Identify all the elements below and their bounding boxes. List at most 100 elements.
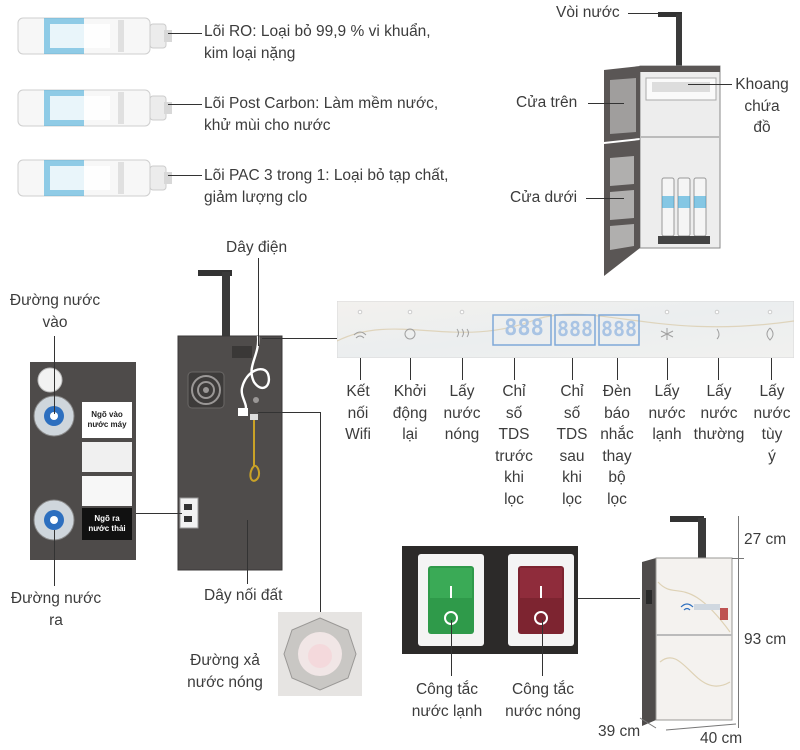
switch-to-machine-leader bbox=[578, 598, 640, 599]
panel-label-2-word: nước bbox=[443, 404, 481, 422]
panel-label-3-word: lọc bbox=[504, 490, 524, 508]
hot-switch-label-line2: nước nóng bbox=[505, 702, 581, 720]
hot-switch-label-line1: Công tắc bbox=[511, 681, 575, 698]
panel-label-4-word: khi bbox=[562, 469, 582, 486]
ro-filter-desc-line1: Lõi RO: Loại bỏ 99,9 % vi khuẩn, bbox=[204, 23, 431, 40]
machine-back-image bbox=[177, 270, 283, 571]
restart-leader bbox=[410, 358, 411, 380]
custom-water-leader bbox=[771, 358, 772, 380]
panel-label-4-word: sau bbox=[559, 447, 585, 465]
panel-label-5-word: thay bbox=[602, 447, 632, 465]
water-in-label-line1: Đường nước bbox=[9, 292, 101, 309]
cold-switch-leader bbox=[451, 620, 452, 676]
cold-switch-label-line1: Công tắc bbox=[415, 681, 479, 698]
panel-label-5-word: bộ bbox=[608, 469, 626, 486]
hot-water-leader bbox=[462, 358, 463, 380]
faucet-label: Vòi nước bbox=[556, 4, 620, 21]
panel-label-3-word: số bbox=[505, 404, 523, 422]
panel-label-5-word: lọc bbox=[607, 490, 627, 508]
width-dimension-label: 40 cm bbox=[700, 730, 743, 747]
height-dimension-label: 93 cm bbox=[744, 631, 787, 648]
tds-after-leader bbox=[572, 358, 573, 380]
panel-label-0-word: nối bbox=[347, 404, 369, 422]
pac-filter-image bbox=[17, 159, 172, 197]
panel-label-2: Lấy nước nóng bbox=[432, 381, 492, 446]
compartment-label: Khoang chứa đồ bbox=[730, 74, 794, 139]
panel-label-0-word: Kết bbox=[346, 383, 370, 400]
power-cord-leader-line bbox=[258, 258, 259, 346]
hot-drain-leader-horizontal bbox=[258, 412, 320, 413]
panel-label-3-word: TDS bbox=[498, 426, 530, 443]
panel-label-1-word: động bbox=[392, 404, 428, 422]
water-out-label: Đường nước ra bbox=[0, 588, 112, 631]
water-in-label-line2: vào bbox=[42, 313, 68, 331]
outlet-tag: Ngõ ra nước thải bbox=[82, 514, 132, 534]
panel-label-1-word: Khởi bbox=[393, 383, 427, 400]
cold-water-leader bbox=[667, 358, 668, 380]
panel-label-0-word: Wifi bbox=[345, 426, 371, 443]
control-panel-image bbox=[337, 301, 794, 358]
bottom-door-label: Cửa dưới bbox=[510, 189, 578, 206]
hot-drain-label-line1: Đường xả bbox=[190, 652, 260, 669]
top-dimension-tick bbox=[732, 558, 744, 559]
hot-switch-label: Công tắc nước nóng bbox=[488, 679, 598, 722]
ground-wire-label: Dây nối đất bbox=[204, 587, 283, 604]
compartment-label-line2: chứa bbox=[744, 97, 780, 115]
water-out-leader-line bbox=[54, 530, 55, 586]
post-carbon-desc-line1: Lõi Post Carbon: Làm mềm nước, bbox=[204, 95, 439, 112]
ro-filter-desc-line2: kim loại nặng bbox=[204, 45, 296, 62]
panel-label-7-word: nước bbox=[700, 404, 738, 422]
inlet-tag-line2: nước máy bbox=[87, 420, 127, 429]
pac-desc-line2: giảm lượng clo bbox=[204, 189, 308, 206]
water-in-label: Đường nước vào bbox=[0, 290, 110, 333]
hot-switch-leader bbox=[542, 620, 543, 676]
compartment-label-line3: đồ bbox=[753, 119, 771, 136]
panel-label-4-word: Chỉ bbox=[560, 383, 584, 400]
open-cabinet-image bbox=[604, 12, 721, 276]
ro-filter-image bbox=[17, 17, 172, 55]
inlet-tag: Ngõ vào nước máy bbox=[82, 410, 132, 430]
panel-label-1: Khởi động lại bbox=[380, 381, 440, 446]
outlet-tag-line1: Ngõ ra bbox=[94, 514, 120, 523]
switches-closeup bbox=[402, 546, 578, 654]
hot-drain-closeup bbox=[278, 612, 362, 696]
panel-label-8-word: ý bbox=[768, 447, 776, 465]
tds-in-display: 888 bbox=[504, 316, 544, 341]
cold-switch-label-line2: nước lạnh bbox=[411, 702, 483, 720]
cold-switch-label: Công tắc nước lạnh bbox=[392, 679, 502, 722]
water-in-leader-line bbox=[54, 336, 55, 414]
compartment-leader-line bbox=[688, 84, 732, 85]
panel-label-5-word: nhắc bbox=[600, 426, 634, 443]
panel-label-5-word: Đèn bbox=[602, 383, 632, 400]
panel-label-7-word: thường bbox=[693, 426, 745, 443]
panel-label-3-word: Chỉ bbox=[502, 383, 526, 400]
hot-drain-leader-vertical bbox=[320, 412, 321, 612]
ground-wire-leader-line bbox=[247, 520, 248, 584]
panel-label-1-word: lại bbox=[402, 426, 418, 443]
wifi-leader bbox=[360, 358, 361, 380]
filter-reminder-leader bbox=[617, 358, 618, 380]
panel-label-8: Lấy nước tùy ý bbox=[742, 381, 800, 467]
bottom-door-leader-line bbox=[586, 198, 624, 199]
panel-label-8-word: tùy bbox=[761, 426, 783, 443]
front-view-image bbox=[642, 516, 733, 726]
panel-label-2-word: nóng bbox=[444, 426, 480, 443]
hot-drain-label-line2: nước nóng bbox=[187, 673, 263, 691]
panel-label-5-word: báo bbox=[604, 404, 630, 422]
inlet-tag-line1: Ngõ vào bbox=[91, 410, 123, 419]
panel-label-8-word: Lấy bbox=[759, 383, 785, 400]
water-out-label-line2: ra bbox=[49, 611, 63, 629]
panel-label-8-word: nước bbox=[753, 404, 791, 422]
switch-slot-leader-line bbox=[136, 513, 182, 514]
panel-label-2-word: Lấy bbox=[449, 383, 475, 400]
panel-label-4-word: lọc bbox=[562, 490, 582, 508]
top-door-leader-line bbox=[588, 103, 624, 104]
outlet-tag-line2: nước thải bbox=[88, 524, 126, 533]
pac-leader-line bbox=[168, 175, 202, 176]
power-cord-label: Dây điện bbox=[226, 239, 288, 256]
top-dimension-label: 27 cm bbox=[744, 531, 787, 548]
tds-out-display: 888 bbox=[556, 317, 594, 341]
